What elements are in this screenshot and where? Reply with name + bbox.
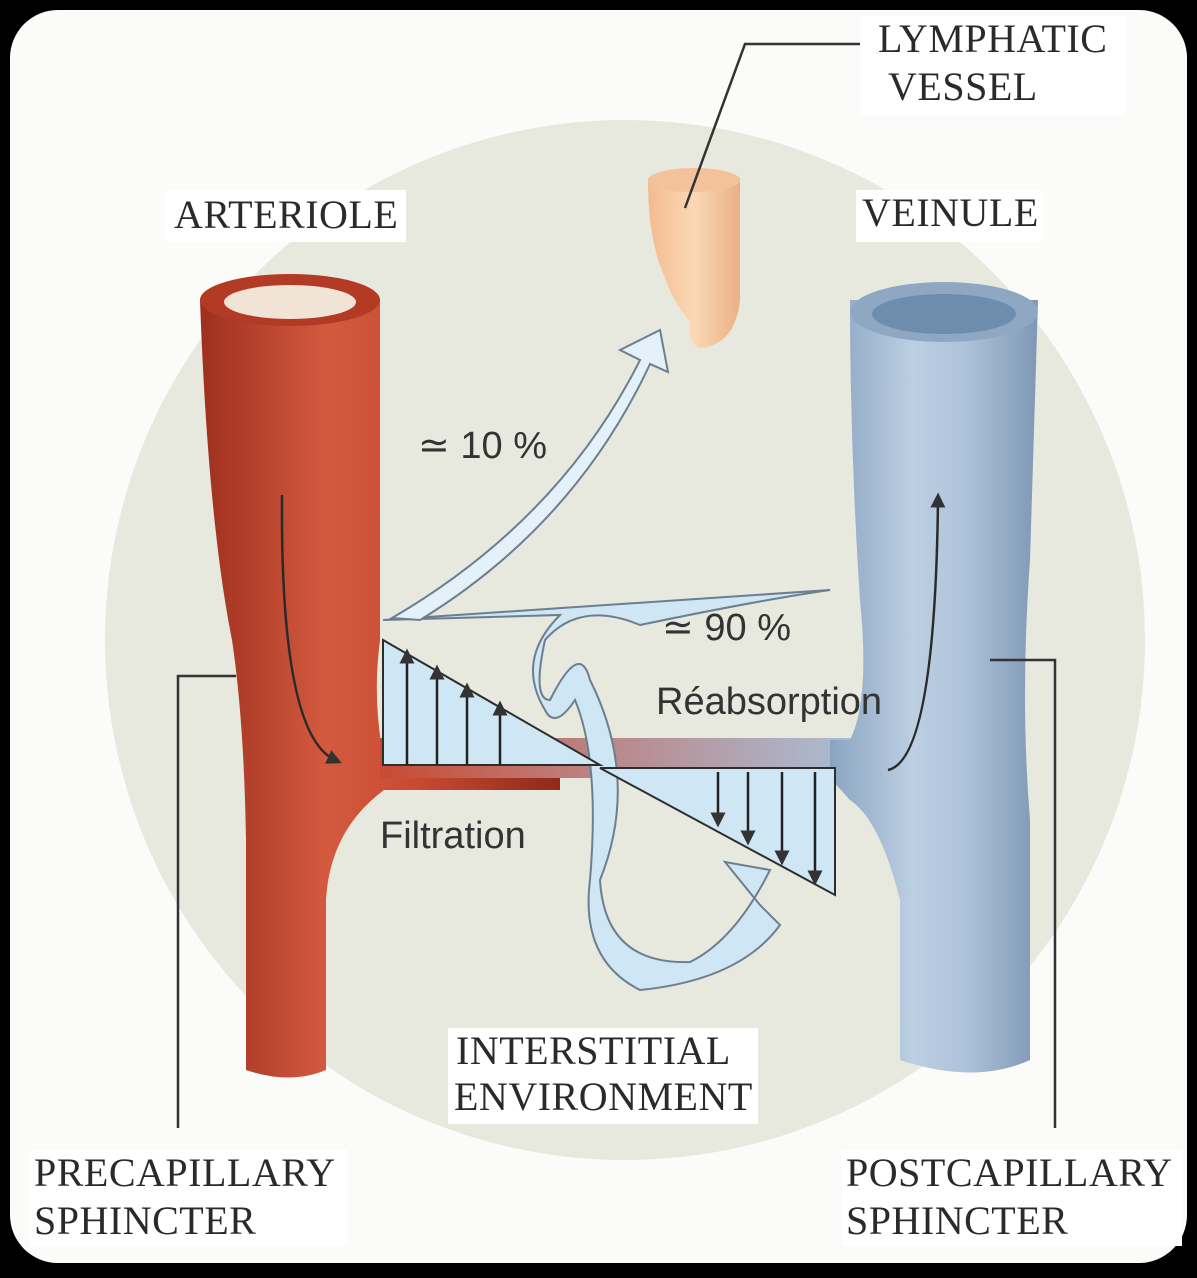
lymphatic-label-line1: LYMPHATIC [878,16,1107,61]
interstitial-label-line1: INTERSTITIAL [456,1028,731,1073]
interstitial-label-line2: ENVIRONMENT [454,1074,753,1119]
ten-percent-label: ≃ 10 % [418,425,547,467]
filtration-label: Filtration [380,815,526,857]
precapillary-label-line2: SPHINCTER [34,1198,256,1243]
precapillary-label-line1: PRECAPILLARY [34,1150,336,1195]
lymphatic-label-line2: VESSEL [888,64,1038,109]
postcapillary-label-line1: POSTCAPILLARY [846,1150,1173,1195]
arteriole-label: ARTERIOLE [174,192,398,237]
reabsorption-label: Réabsorption [656,681,882,723]
ninety-percent-label: ≃ 90 % [662,607,791,649]
veinule-label: VEINULE [862,190,1039,235]
postcapillary-label-line2: SPHINCTER [846,1198,1068,1243]
